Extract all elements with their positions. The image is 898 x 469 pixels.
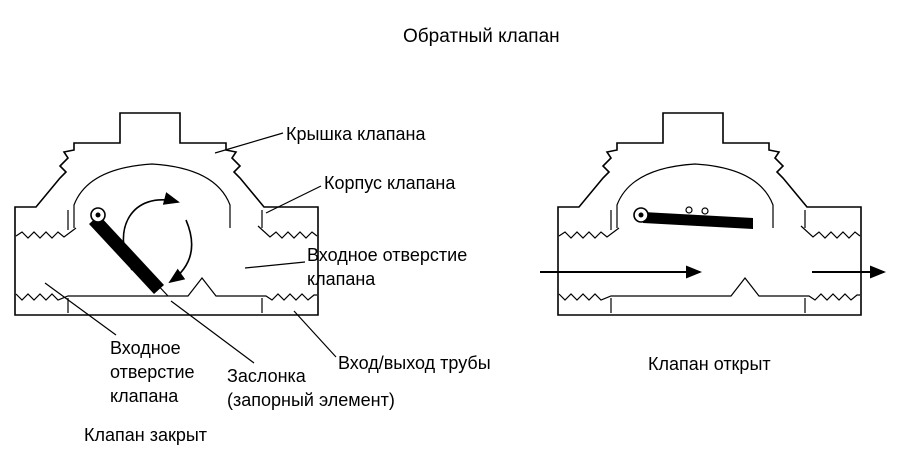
label-inlet-left-line1: Входное bbox=[110, 338, 181, 358]
leader-lines bbox=[44, 132, 337, 364]
flap-closed bbox=[89, 215, 164, 294]
valve-body-outline bbox=[14, 112, 319, 316]
label-inlet-left-line3: клапана bbox=[110, 386, 179, 406]
label-inlet-left-line2: отверстие bbox=[110, 362, 195, 382]
diagram-title: Обратный клапан bbox=[403, 26, 560, 47]
pivot-pin-dot bbox=[95, 212, 101, 218]
label-inlet-left: Входное отверстие клапана bbox=[110, 336, 195, 408]
label-flap-line1: Заслонка bbox=[227, 366, 306, 386]
leader-body bbox=[265, 185, 322, 214]
label-inlet-right-line1: Входное отверстие bbox=[307, 245, 468, 265]
label-flap: Заслонка (запорный элемент) bbox=[227, 364, 395, 412]
leader-pipe bbox=[293, 310, 337, 358]
label-flap-line2: (запорный элемент) bbox=[227, 390, 395, 410]
flap-pin-1 bbox=[685, 206, 693, 214]
label-inlet-right-line2: клапана bbox=[307, 269, 376, 289]
leader-inlet-left bbox=[44, 282, 117, 336]
label-inlet-right: Входное отверстие клапана bbox=[307, 243, 467, 291]
label-pipe-inlet-outlet: Вход/выход трубы bbox=[338, 353, 491, 373]
pivot-pin-dot bbox=[638, 212, 644, 218]
valve-open-drawing bbox=[557, 112, 862, 316]
flow-swirl-arrow-up bbox=[122, 192, 180, 271]
flow-swirl-arrow-down bbox=[168, 219, 193, 284]
leader-inlet-right bbox=[244, 261, 306, 269]
leader-flap bbox=[170, 300, 255, 364]
valve-closed-drawing bbox=[14, 112, 319, 316]
caption-valve-open: Клапан открыт bbox=[648, 354, 771, 374]
caption-valve-closed: Клапан закрыт bbox=[84, 425, 208, 445]
leader-cover bbox=[214, 132, 284, 154]
flap-open bbox=[643, 212, 753, 229]
label-valve-body: Корпус клапана bbox=[324, 173, 456, 193]
valve-body-outline bbox=[557, 112, 862, 316]
flap-pin-2 bbox=[701, 207, 709, 215]
label-valve-cover: Крышка клапана bbox=[286, 124, 426, 144]
